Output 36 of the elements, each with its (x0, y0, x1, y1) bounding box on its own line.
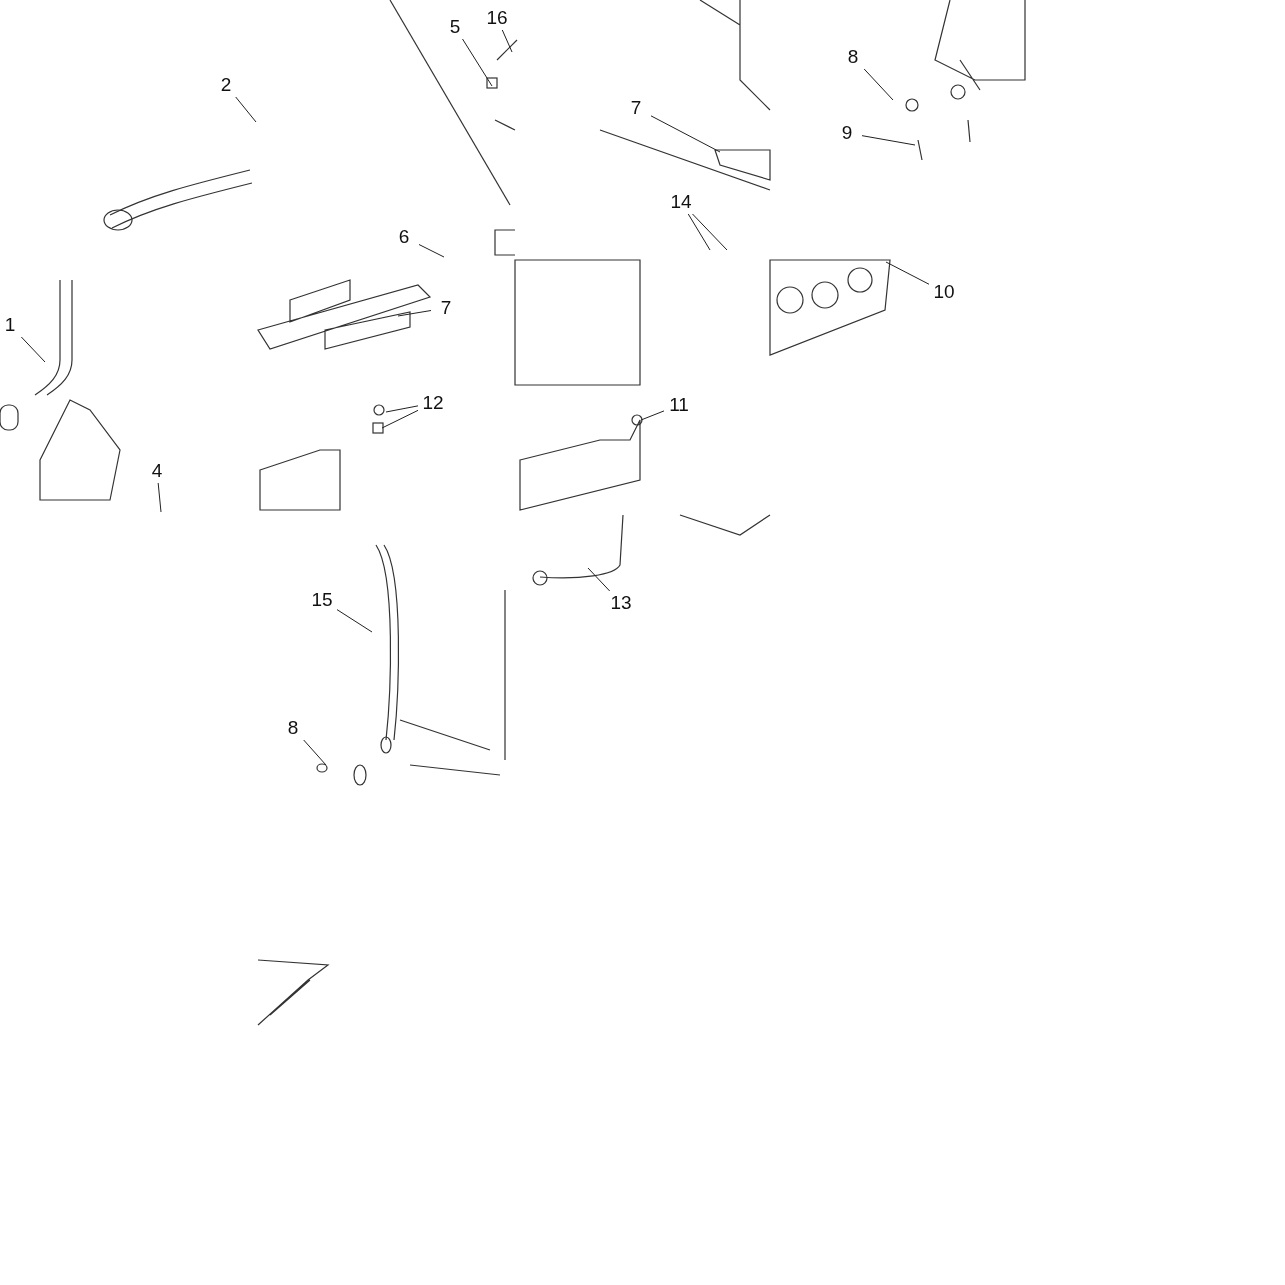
leader-line (381, 409, 419, 429)
leader-line (462, 38, 493, 87)
callout-number: 7 (431, 296, 461, 320)
callout-number: 16 (482, 6, 512, 30)
leader-line (692, 213, 728, 251)
leader-line (385, 405, 419, 413)
leader-line (687, 213, 711, 251)
leader-line (303, 739, 327, 766)
callout-number: 2 (211, 73, 241, 97)
leader-line (20, 336, 46, 363)
leader-line (336, 609, 373, 633)
callout-number: 10 (929, 280, 959, 304)
leader-line (157, 482, 162, 513)
callout-number: 1 (0, 313, 25, 337)
callout-number: 8 (278, 716, 308, 740)
callout-number: 13 (606, 591, 636, 615)
callout-number: 6 (389, 225, 419, 249)
leader-line (418, 244, 445, 258)
callout-number: 5 (440, 15, 470, 39)
callout-number: 9 (832, 121, 862, 145)
callout-number: 15 (307, 588, 337, 612)
callout-number: 12 (418, 391, 448, 415)
leader-line (640, 410, 665, 421)
callout-number: 4 (142, 459, 172, 483)
leader-line (885, 261, 930, 285)
callout-number: 11 (664, 393, 694, 417)
leader-line (650, 115, 721, 153)
callout-number: 7 (621, 96, 651, 120)
leader-line (501, 29, 513, 53)
callout-number: 8 (838, 45, 868, 69)
leader-line (863, 68, 894, 101)
leader-line (587, 567, 611, 592)
leader-line (235, 96, 257, 123)
leader-line (397, 310, 432, 317)
leader-line (861, 135, 916, 146)
callout-number: 14 (666, 190, 696, 214)
